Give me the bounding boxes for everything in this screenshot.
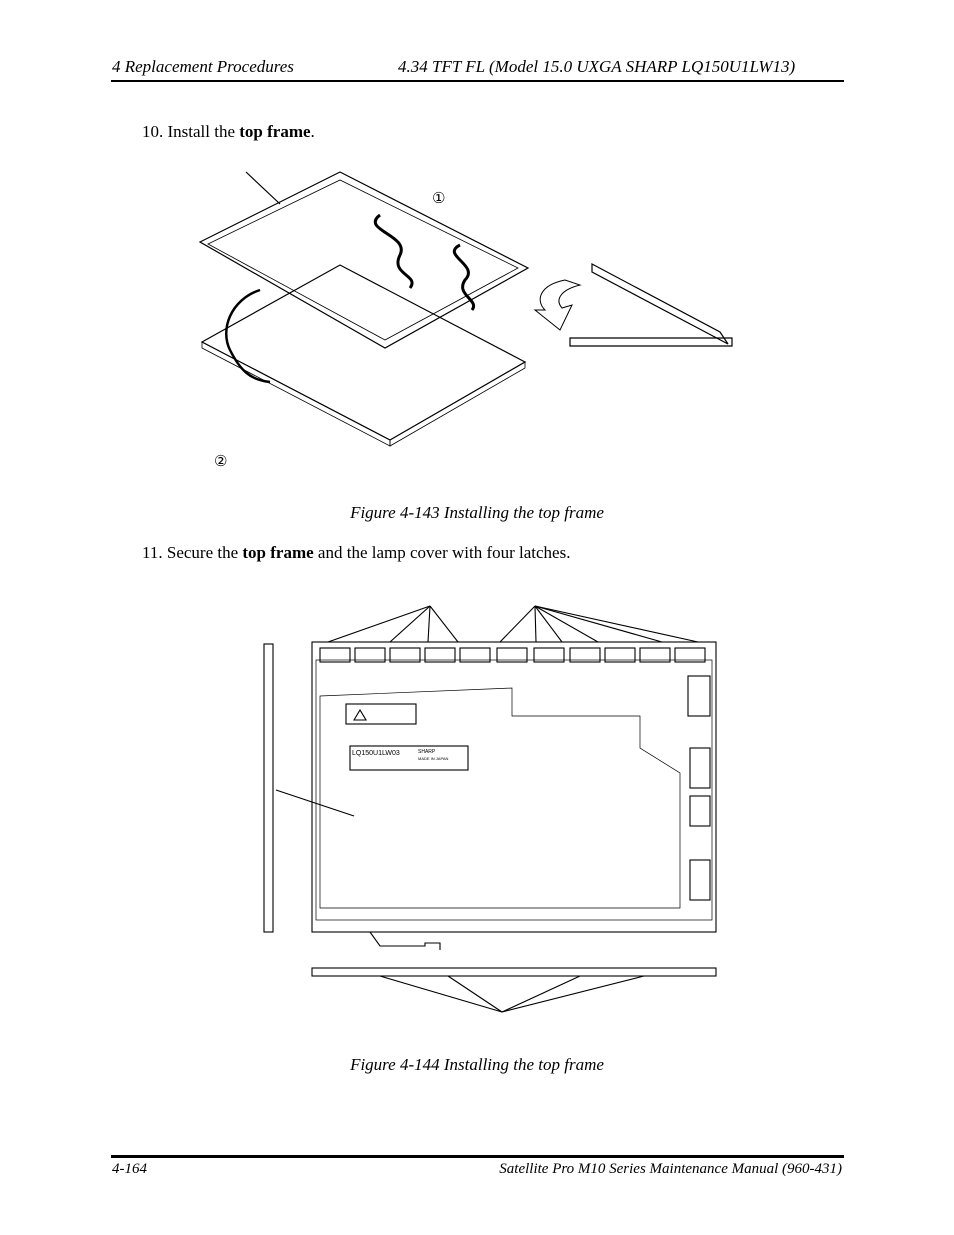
leader-line bbox=[245, 171, 281, 205]
top-frame-inner bbox=[207, 179, 519, 341]
step-11-text: 11. Secure the bbox=[142, 543, 243, 562]
footer-page-number: 4-164 bbox=[112, 1161, 147, 1177]
step-11: 11. Secure the top frame and the lamp co… bbox=[142, 543, 570, 563]
cable-1 bbox=[373, 213, 414, 289]
label-brand: SHARP bbox=[418, 749, 436, 755]
right-connectors bbox=[687, 675, 711, 901]
side-pointer bbox=[275, 789, 355, 817]
warning-label bbox=[345, 703, 417, 725]
curved-arrow bbox=[533, 279, 582, 331]
figure-143-drawing: ① ② bbox=[198, 171, 733, 470]
top-frame-outline bbox=[198, 171, 530, 349]
footer-rule bbox=[111, 1155, 844, 1158]
callout-2: ② bbox=[214, 453, 227, 470]
step-10-suffix: . bbox=[310, 122, 315, 141]
step-10-bold: top frame bbox=[239, 122, 311, 141]
callout-1: ① bbox=[432, 190, 445, 207]
lcd-module-side bbox=[389, 361, 526, 447]
bottom-cable bbox=[369, 931, 441, 950]
step-11-bold: top frame bbox=[242, 543, 314, 562]
figure-144-caption: Figure 4-144 Installing the top frame bbox=[350, 1055, 604, 1074]
lamp-cover-flat bbox=[569, 337, 733, 347]
step-10: 10. Install the top frame. bbox=[142, 122, 315, 142]
lcd-module-outline bbox=[200, 264, 527, 441]
cable-3 bbox=[225, 288, 271, 384]
cable-2 bbox=[452, 243, 476, 311]
label-model: LQ150U1LW03 bbox=[352, 750, 400, 757]
model-label bbox=[349, 745, 469, 771]
header-section: 4.34 TFT FL (Model 15.0 UXGA SHARP LQ150… bbox=[398, 57, 796, 76]
warning-triangle-icon bbox=[353, 708, 367, 721]
header-rule bbox=[111, 80, 844, 82]
top-arrows bbox=[327, 605, 699, 643]
footer-manual-title: Satellite Pro M10 Series Maintenance Man… bbox=[499, 1161, 842, 1177]
panel-backplate bbox=[319, 687, 681, 909]
side-rail bbox=[263, 643, 274, 933]
lcd-panel bbox=[311, 641, 717, 933]
bottom-arrows bbox=[379, 975, 645, 1013]
step-11-suffix: and the lamp cover with four latches. bbox=[313, 543, 571, 562]
lcd-panel-inner bbox=[315, 659, 713, 921]
bottom-rail bbox=[311, 967, 717, 977]
lamp-cover-angled bbox=[591, 263, 729, 345]
lcd-module-edge bbox=[201, 341, 391, 447]
top-latches bbox=[319, 647, 706, 663]
step-10-text: 10. Install the bbox=[142, 122, 240, 141]
figure-144-drawing: LQ150U1LW03 SHARP MADE IN JAPAN bbox=[263, 605, 717, 1013]
label-origin: MADE IN JAPAN bbox=[418, 756, 448, 761]
header-chapter: 4 Replacement Procedures bbox=[112, 57, 294, 76]
figure-143-caption: Figure 4-143 Installing the top frame bbox=[350, 503, 604, 522]
